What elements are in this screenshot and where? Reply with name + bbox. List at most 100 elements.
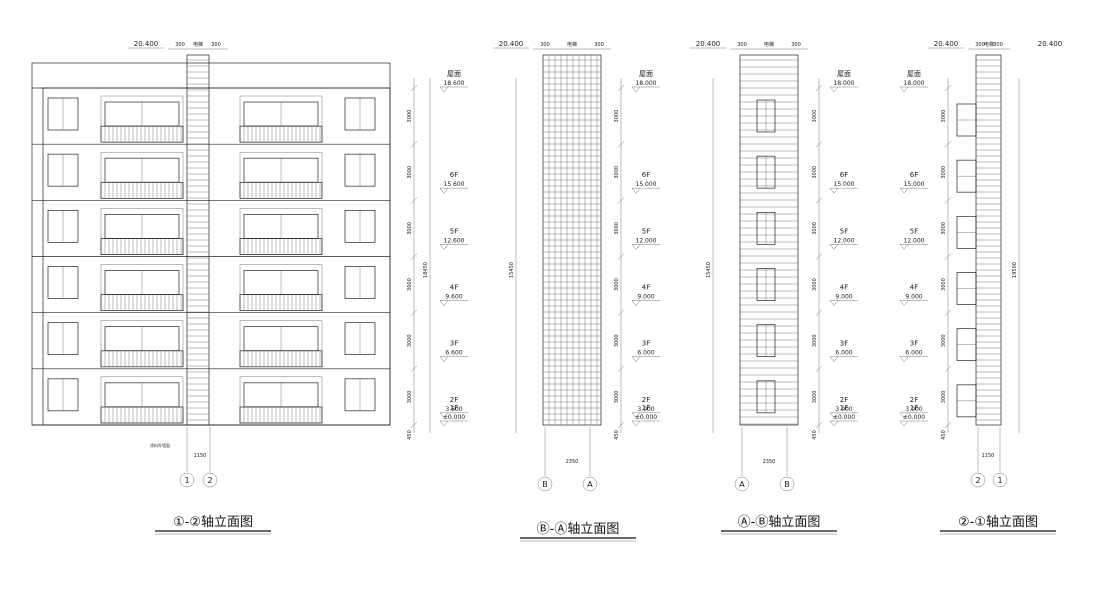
d1-top-dim-left: 300 (540, 42, 550, 48)
level-elev-4: 6.000 (905, 350, 922, 357)
d1-dim-storey-dim: 3000 (614, 110, 620, 123)
d1-dim-storey-dim: 3000 (614, 222, 620, 235)
level-name-2: 5F (642, 227, 650, 235)
level-name-0: 屋面 (639, 70, 653, 78)
level-name-3: 4F (910, 284, 918, 292)
d2-dim-storey-dim: 3000 (812, 222, 818, 235)
d3-dim-storey-dim: 3000 (941, 278, 947, 291)
d0-dim-storey-dim: 3000 (407, 278, 413, 291)
level-name-5: 2F (910, 396, 918, 404)
level-marker-2 (829, 244, 839, 250)
d0-dim-tick (410, 365, 418, 372)
d3-top-dim-mid: 电梯 (984, 41, 994, 48)
d0-dim-tick (410, 421, 418, 429)
level-elev-0: 18.000 (834, 80, 855, 87)
d0-dim-storey-dim: 3000 (407, 391, 413, 404)
level-name-6: 1F (642, 404, 650, 412)
d3-dim-tick (944, 365, 952, 372)
d1-dim-storey-dim: 3000 (614, 391, 620, 404)
level-elev-5: 3.600 (445, 406, 462, 413)
d3-dim-tick (944, 141, 952, 148)
level-name-4: 3F (450, 340, 458, 348)
level-marker-4 (439, 356, 449, 362)
d0-dim-ground-dim: 450 (407, 430, 413, 440)
level-name-4: 3F (840, 340, 848, 348)
level-elev-3: 9.600 (445, 294, 462, 301)
level-elev-2: 12.000 (834, 237, 855, 244)
d3-dim-tick (944, 421, 952, 429)
d0-top-dim-right: 300 (211, 42, 221, 48)
d0-top-dim-mid: 电梯 (193, 41, 203, 48)
level-elev-2: 12.000 (636, 237, 657, 244)
d1-dim-storey-dim: 3000 (614, 166, 620, 179)
level-elev-6: ±0.000 (635, 414, 657, 421)
level-elev-5: 3.000 (905, 406, 922, 413)
d2-dim-tick (815, 309, 823, 316)
level-name-0: 屋面 (837, 70, 851, 78)
d3-axis-bubble-0 (970, 472, 986, 488)
d3-title: ②-①轴立面图 (958, 515, 1038, 530)
d0-axis-label-0: 1 (184, 476, 189, 485)
d0-dim-tick (410, 197, 418, 204)
d3-axis-label-0: 2 (975, 476, 980, 485)
d2-dim-storey-dim: 3000 (812, 166, 818, 179)
level-name-3: 4F (642, 284, 650, 292)
d0-dim-tick (410, 309, 418, 316)
d3-dim-ground-dim: 450 (941, 430, 947, 440)
level-elev-5: 3.000 (835, 406, 852, 413)
level-marker-6 (631, 420, 641, 427)
level-marker-1 (631, 188, 641, 194)
balcony-railing (239, 125, 323, 143)
d2-dim-tick (815, 365, 823, 372)
d0-dim-tick (410, 84, 418, 92)
d0-axis-label-1: 2 (207, 476, 212, 485)
d1-total-dim: 15450 (509, 262, 515, 278)
d1-axis-label-0: B (542, 480, 548, 489)
d3-dim-tick (944, 253, 952, 260)
level-name-0: 屋面 (447, 70, 461, 78)
d2-dim-tick (815, 141, 823, 148)
d1-top-elev: 20.400 (499, 40, 524, 48)
level-name-5: 2F (450, 396, 458, 404)
level-marker-6 (439, 420, 449, 427)
d2-axis-label-1: B (784, 480, 790, 489)
level-name-1: 6F (840, 171, 848, 179)
level-name-2: 5F (840, 227, 848, 235)
level-marker-1 (829, 188, 839, 194)
balcony-railing (100, 294, 184, 312)
balcony-railing (100, 181, 184, 199)
d3-total-dim: 19500 (1012, 262, 1018, 278)
d2-top-dim-right: 300 (791, 42, 801, 48)
d3-bottom-dim: 1150 (982, 453, 995, 459)
d1-dim-tick (617, 309, 625, 316)
d2-axis-label-0: A (739, 480, 745, 489)
level-marker-6 (829, 420, 839, 427)
d2-title: Ⓐ-Ⓑ轴立面图 (738, 515, 821, 530)
level-elev-3: 9.000 (835, 294, 852, 301)
d2-dim-tick (815, 84, 823, 92)
d2-dim-ground-dim: 450 (812, 430, 818, 440)
d2-top-elev: 20.400 (696, 40, 721, 48)
balcony-railing (239, 406, 323, 424)
level-name-4: 3F (910, 340, 918, 348)
d1-top-dim-right: 300 (594, 42, 604, 48)
d2-dim-storey-dim: 3000 (812, 334, 818, 347)
d3-top-dim-left: 300 (975, 42, 985, 48)
level-marker-6 (899, 420, 909, 427)
balcony-railing (100, 350, 184, 368)
level-marker-5 (899, 412, 909, 419)
level-marker-1 (439, 188, 449, 194)
level-elev-0: 18.000 (636, 80, 657, 87)
d2-total-dim: 15450 (706, 262, 712, 278)
level-marker-5 (829, 412, 839, 419)
level-elev-6: ±0.000 (443, 414, 465, 421)
d1-dim-tick (617, 197, 625, 204)
level-marker-4 (829, 356, 839, 362)
d0-axis-bubble-0 (179, 472, 195, 488)
d1-axis-bubble-0 (537, 476, 553, 492)
d3-axis-bubble-1 (992, 472, 1008, 488)
d1-dim-tick (617, 421, 625, 429)
d3-top-elev: 20.400 (934, 40, 959, 48)
